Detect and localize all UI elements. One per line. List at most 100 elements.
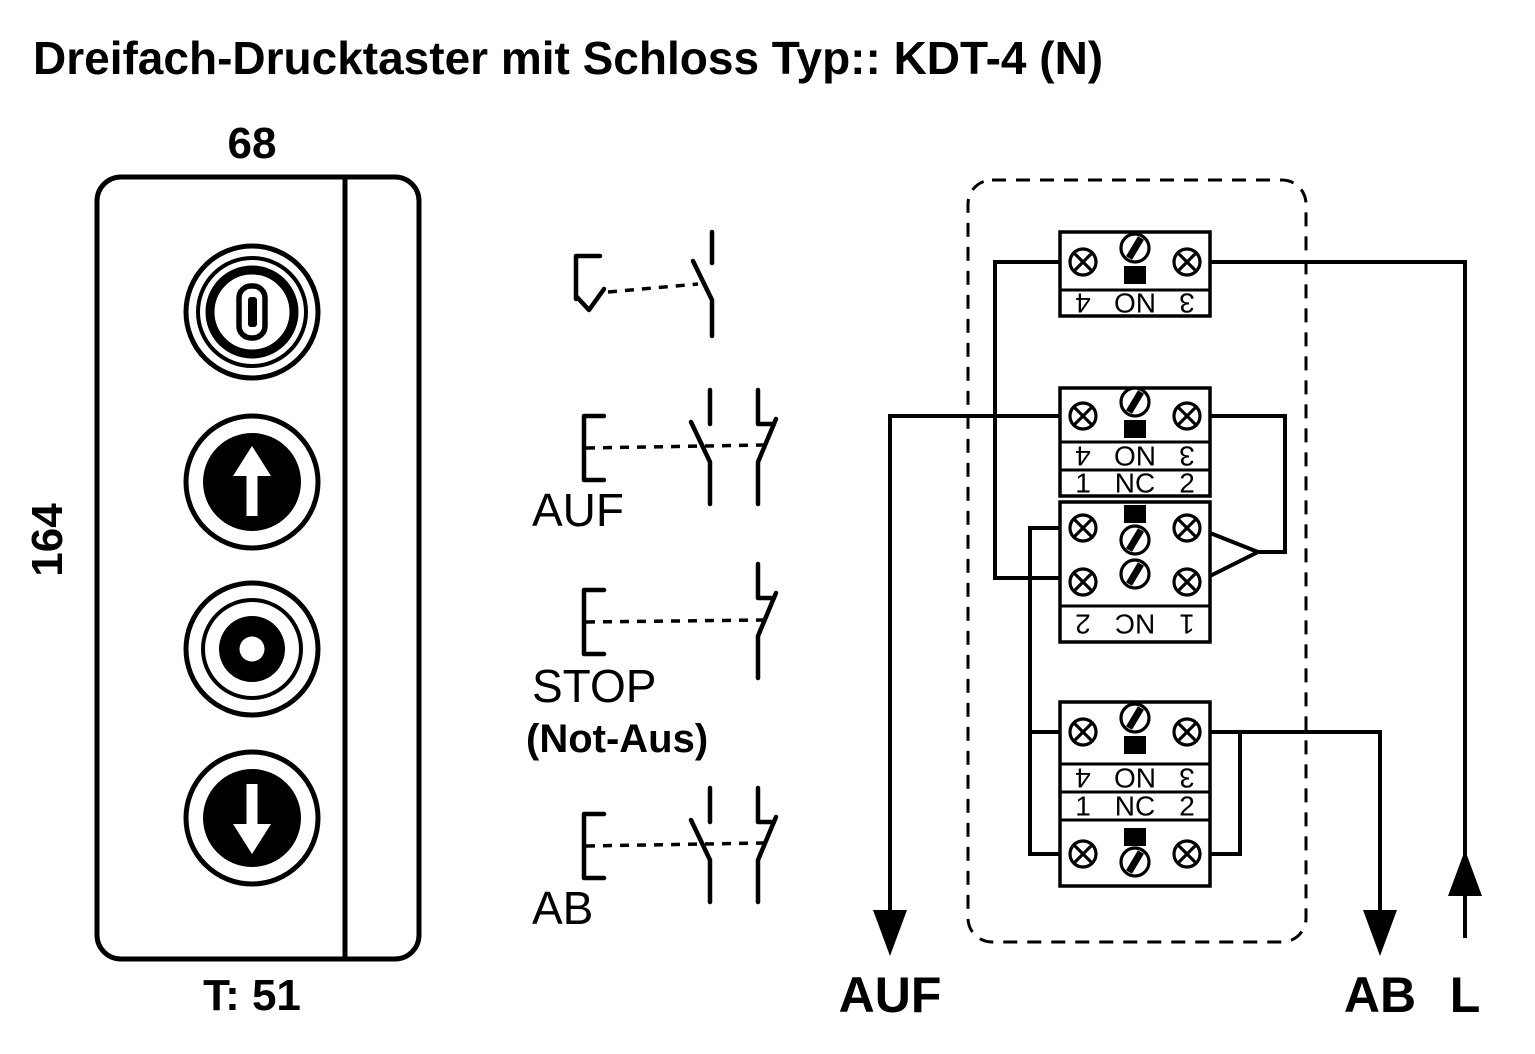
contact-type-label: NC [1115,609,1155,640]
down-button [183,749,321,887]
clamp-square [1124,736,1146,754]
auf-nc-contact [755,387,779,507]
ab-symbol-label: AB [532,882,593,934]
contact-type-label: NO [1114,288,1156,319]
key-lock [183,243,321,381]
screw-terminal-icon [1068,401,1098,431]
wiring-enclosure [966,178,1308,944]
stop-button-outer-ring [183,580,321,718]
key-lock-outer-ring [183,243,321,381]
terminal-block-auf: 4 NO 3 1 NC 2 [1058,388,1212,499]
contact-type-label: NO [1114,441,1156,472]
screw-slot-icon [1121,388,1149,416]
auf-output-label: AUF [839,967,942,1023]
device-front-view: 68 164 T: 51 [23,119,422,1020]
terminal-block-key: 4 NO 3 [1058,230,1212,319]
screw-terminal-icon [1068,513,1098,543]
screw-terminal-icon [1068,247,1098,277]
wire-key-to-stop [993,260,1083,580]
stop-button-dot [239,636,265,662]
l-arrow-head-icon [1448,850,1482,896]
wire-auf-output [888,414,1083,912]
terminal-number: 3 [1179,288,1195,319]
stop-switch-symbol [581,561,779,681]
key-switch-symbol [573,229,715,339]
screw-terminal-icon [1172,247,1202,277]
stop-symbol-sublabel: (Not-Aus) [526,717,708,761]
stop-actuator-link [585,618,765,624]
auf-actuator-link [585,443,765,450]
stop-nc-contact [755,561,779,681]
ab-arrow-head-icon [1363,910,1397,956]
terminal-number: 3 [1179,763,1195,794]
terminal-number: 1 [1179,609,1195,640]
down-button-ring [183,749,321,887]
key-actuator-link [607,282,699,294]
key-lock-inner-ring [205,265,299,359]
up-button [183,413,321,551]
stop-button-mid-ring [201,598,303,700]
stop-actuator-bracket [581,587,607,657]
terminal-number: 2 [1075,609,1091,640]
ab-actuator-link [585,841,765,848]
auf-symbol-label: AUF [532,484,624,536]
contact-type-label: NO [1114,763,1156,794]
screw-slot-icon [1121,560,1149,588]
clamp-square [1124,420,1146,438]
wiring-diagram: 4 NO 3 4 NO 3 1 NC 2 [839,178,1482,1023]
terminal-number: 2 [1179,468,1195,499]
screw-slot-icon [1121,234,1149,262]
screw-terminal-icon [1172,513,1202,543]
up-arrow-head-icon [233,446,271,476]
terminal-number: 4 [1075,763,1091,794]
screw-slot-icon [1121,704,1149,732]
screw-terminal-icon [1172,401,1202,431]
contact-type-label: NC [1115,791,1155,822]
screw-terminal-icon [1068,567,1098,597]
clamp-square [1124,505,1146,523]
auf-actuator-bracket [581,413,607,483]
key-lock-mid-ring [196,256,308,368]
screw-terminal-icon [1068,717,1098,747]
screw-terminal-icon [1172,839,1202,869]
screw-slot-icon [1121,848,1149,876]
contact-symbols: AUF STOP (Not-Aus) AB [526,229,779,934]
terminal-number: 2 [1179,791,1195,822]
auf-switch-symbol [581,387,779,507]
ab-nc-contact [755,785,779,905]
depth-dimension-label: T: 51 [203,971,301,1020]
terminal-number: 4 [1075,288,1091,319]
ab-switch-symbol [581,785,779,905]
ab-actuator-bracket [581,811,607,881]
terminal-number: 3 [1179,441,1195,472]
up-button-ring [183,413,321,551]
ab-no-contact [688,785,713,905]
page-title: Dreifach-Drucktaster mit Schloss Typ:: K… [33,32,1103,84]
l-input-label: L [1450,967,1481,1023]
terminal-number: 1 [1075,468,1091,499]
down-arrow-head-icon [233,824,271,854]
screw-terminal-icon [1172,717,1202,747]
key-actuator-zigzag [573,286,607,313]
contact-type-label: NC [1115,468,1155,499]
terminal-number: 1 [1075,791,1091,822]
ab-output-label: AB [1344,967,1416,1023]
stop-symbol-label: STOP [532,660,656,712]
device-outline [94,174,422,962]
width-dimension-label: 68 [228,119,277,168]
terminal-number: 4 [1075,441,1091,472]
clamp-square [1124,266,1146,284]
terminal-block-stop: 2 NC 1 [1058,500,1212,644]
screw-terminal-icon [1068,839,1098,869]
wire-line-supply [1187,260,1467,938]
height-dimension-label: 164 [23,503,72,577]
key-no-contact [690,229,715,339]
clamp-square [1124,828,1146,846]
screw-terminal-icon [1172,567,1202,597]
auf-arrow-head-icon [873,910,907,956]
key-actuator-bracket [573,253,603,302]
wire-ab-output [1187,730,1382,912]
terminal-block-ab: 4 NO 3 1 NC 2 [1058,700,1212,888]
